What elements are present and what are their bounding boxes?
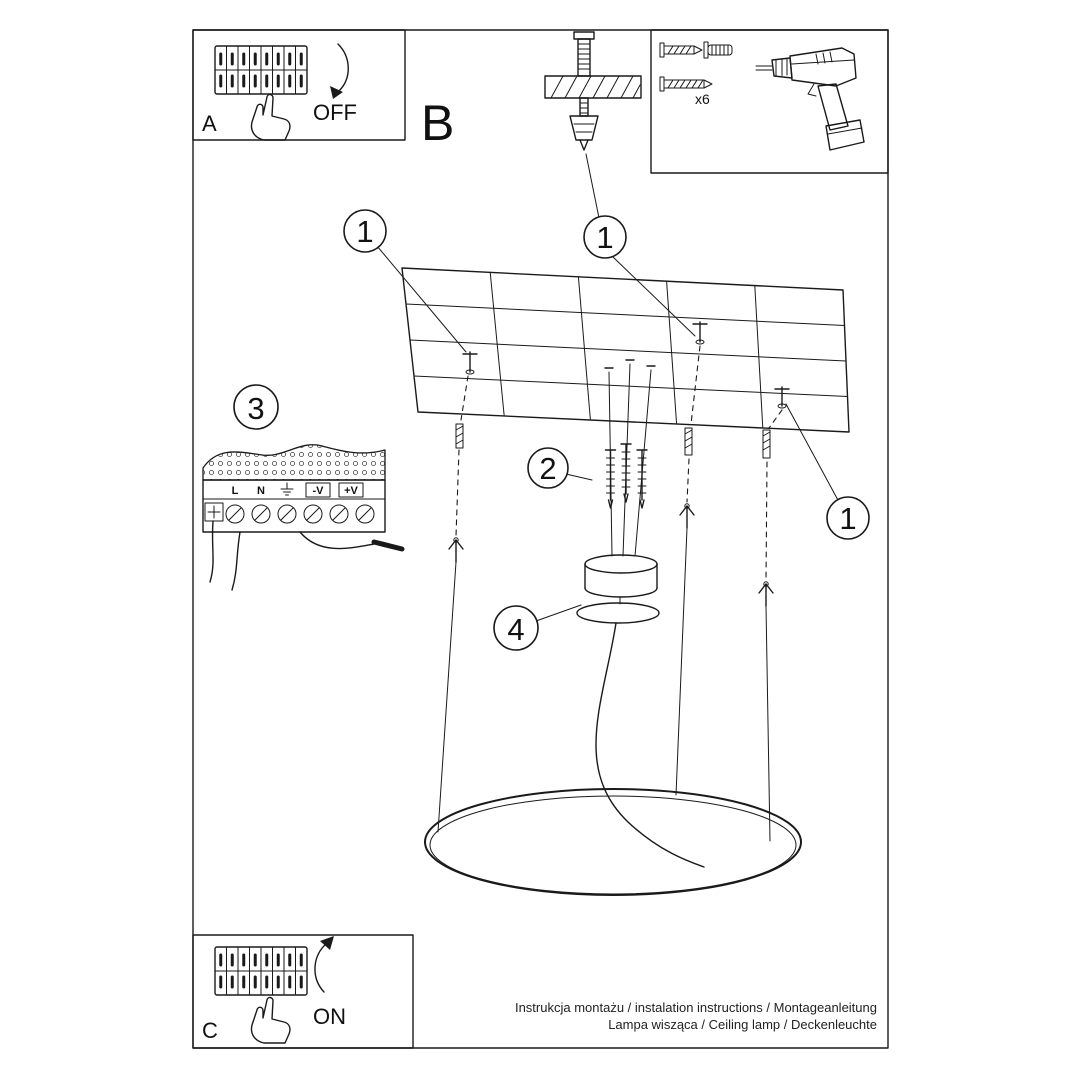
wire bbox=[209, 520, 214, 583]
mounting-screw bbox=[604, 449, 617, 509]
callout-1: 1 bbox=[343, 209, 387, 253]
grid-screw bbox=[774, 386, 790, 409]
callout-2: 2 bbox=[527, 447, 569, 489]
leader-line bbox=[535, 604, 582, 622]
ceiling-grid bbox=[401, 267, 850, 433]
mounting-screw bbox=[636, 449, 648, 509]
perforated-strip bbox=[202, 444, 386, 481]
callout-3: 3 bbox=[233, 384, 279, 430]
earth-clamp bbox=[204, 502, 224, 522]
breaker-panel-icon bbox=[213, 44, 309, 96]
ceiling-anchor-drawing bbox=[544, 31, 642, 151]
on-label: ON bbox=[313, 1004, 346, 1029]
wall-plug-icon bbox=[703, 41, 733, 59]
cable-gripper-icon bbox=[679, 503, 695, 529]
svg-text:1: 1 bbox=[596, 220, 613, 255]
wiring-diagram: L N -V +V bbox=[202, 444, 405, 591]
step-c-box: C ON bbox=[192, 934, 414, 1049]
terminal-label-pos: +V bbox=[344, 485, 358, 497]
exploded-axis bbox=[455, 345, 783, 581]
cable bbox=[371, 539, 405, 552]
anchor-sleeve bbox=[684, 427, 693, 456]
terminal-block bbox=[202, 479, 386, 533]
callout-1: 1 bbox=[583, 215, 627, 259]
screw-axis bbox=[608, 363, 652, 557]
svg-text:1: 1 bbox=[356, 214, 373, 249]
footer-line-1: Instrukcja montażu / instalation instruc… bbox=[515, 1000, 877, 1015]
terminal-label-l: L bbox=[232, 485, 239, 497]
grid-screw bbox=[462, 351, 478, 375]
on-arrow-icon bbox=[314, 936, 334, 993]
cable-gripper-icon bbox=[448, 537, 464, 563]
mounting-screw bbox=[620, 443, 632, 503]
footer-line-2: Lampa wisząca / Ceiling lamp / Deckenleu… bbox=[608, 1017, 877, 1032]
terminal-label-neg: -V bbox=[313, 485, 325, 497]
hand-icon bbox=[250, 996, 291, 1044]
svg-text:3: 3 bbox=[247, 391, 264, 426]
hardware-box: x6 bbox=[650, 29, 889, 174]
svg-text:2: 2 bbox=[539, 451, 556, 486]
step-b-label: B bbox=[421, 95, 454, 151]
leader-line bbox=[376, 245, 467, 353]
svg-text:4: 4 bbox=[507, 612, 524, 647]
hand-icon bbox=[250, 93, 291, 141]
step-c-label: C bbox=[202, 1018, 218, 1043]
wire bbox=[231, 531, 241, 591]
hardware-count: x6 bbox=[695, 91, 710, 107]
leader-line bbox=[565, 473, 593, 481]
terminal-label-n: N bbox=[257, 485, 265, 497]
ring-lamp bbox=[424, 788, 802, 896]
leader-line bbox=[585, 153, 600, 219]
step-a-box: A OFF bbox=[192, 29, 406, 141]
power-cord bbox=[595, 622, 705, 868]
suspension-cable bbox=[765, 605, 771, 842]
off-arrow-icon bbox=[330, 43, 349, 99]
screw-head-tick bbox=[604, 359, 656, 369]
wire bbox=[299, 531, 375, 550]
grid-screw bbox=[692, 321, 708, 345]
anchor-sleeve bbox=[455, 423, 464, 449]
earth-icon bbox=[280, 482, 294, 496]
suspension-cable bbox=[437, 561, 457, 833]
leader-line bbox=[611, 255, 696, 337]
anchor-sleeve bbox=[762, 429, 771, 459]
canopy-drawing bbox=[576, 554, 660, 624]
suspension-cable bbox=[675, 527, 688, 796]
svg-text:1: 1 bbox=[839, 501, 856, 536]
callout-1: 1 bbox=[826, 496, 870, 540]
cable-gripper-icon bbox=[758, 581, 774, 607]
sheet-border bbox=[192, 29, 889, 1049]
callout-4: 4 bbox=[493, 605, 539, 651]
drill-icon bbox=[755, 47, 865, 151]
leader-line bbox=[785, 403, 840, 503]
off-label: OFF bbox=[313, 100, 357, 125]
breaker-panel-icon bbox=[213, 945, 309, 997]
long-screw-icon bbox=[659, 76, 713, 92]
step-a-label: A bbox=[202, 111, 217, 136]
screw-icon bbox=[659, 42, 703, 58]
